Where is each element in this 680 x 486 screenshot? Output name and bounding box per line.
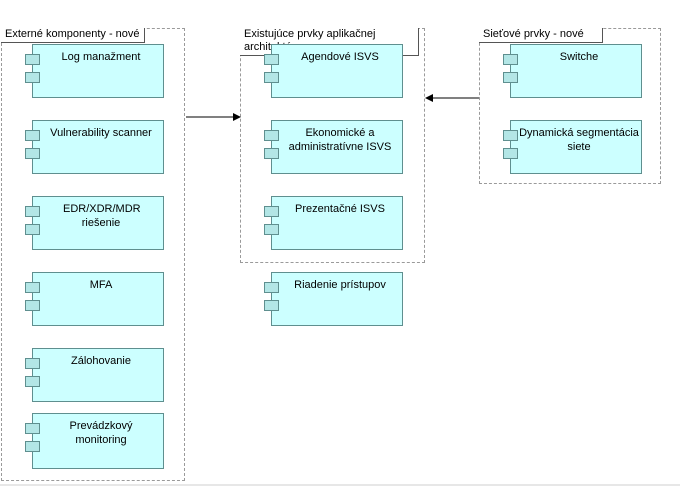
component-dynamic-segmentation[interactable]: Dynamická segmentácia siete — [503, 120, 642, 174]
component-port-icon — [25, 423, 40, 434]
component-port-icon — [503, 130, 518, 141]
component-access-management[interactable]: Riadenie prístupov — [264, 272, 403, 326]
component-port-icon — [264, 72, 279, 83]
component-presentation-isvs[interactable]: Prezentačné ISVS — [264, 196, 403, 250]
component-port-icon — [25, 54, 40, 65]
component-agenda-isvs[interactable]: Agendové ISVS — [264, 44, 403, 98]
group-external-components[interactable]: Externé komponenty - nové — [1, 28, 185, 481]
component-switches[interactable]: Switche — [503, 44, 642, 98]
component-port-icon — [503, 148, 518, 159]
component-label: Agendové ISVS — [301, 51, 379, 63]
component-label: Zálohovanie — [71, 355, 131, 367]
component-port-icon — [264, 282, 279, 293]
group-title: Sieťové prvky - nové — [479, 28, 603, 43]
component-backup[interactable]: Zálohovanie — [25, 348, 164, 402]
component-port-icon — [264, 224, 279, 235]
component-port-icon — [503, 54, 518, 65]
component-port-icon — [25, 224, 40, 235]
component-port-icon — [25, 441, 40, 452]
component-port-icon — [25, 72, 40, 83]
component-edr-xdr-mdr[interactable]: EDR/XDR/MDR riešenie — [25, 196, 164, 250]
component-operational-monitoring[interactable]: Prevádzkový monitoring — [25, 413, 164, 469]
component-port-icon — [25, 206, 40, 217]
component-port-icon — [264, 54, 279, 65]
group-network-elements[interactable]: Sieťové prvky - nové — [479, 28, 661, 184]
component-port-icon — [25, 376, 40, 387]
component-label: Switche — [559, 51, 599, 63]
component-port-icon — [25, 130, 40, 141]
component-label: Riadenie prístupov — [294, 279, 386, 291]
component-port-icon — [25, 282, 40, 293]
component-label: EDR/XDR/MDR riešenie — [63, 203, 141, 229]
component-port-icon — [264, 130, 279, 141]
component-port-icon — [503, 72, 518, 83]
component-port-icon — [25, 300, 40, 311]
component-label: Prevádzkový monitoring — [69, 420, 133, 446]
component-log-management[interactable]: Log manažment — [25, 44, 164, 98]
component-label: Prezentačné ISVS — [295, 203, 385, 215]
component-mfa[interactable]: MFA — [25, 272, 164, 326]
component-port-icon — [264, 300, 279, 311]
component-vulnerability-scanner[interactable]: Vulnerability scanner — [25, 120, 164, 174]
group-title: Externé komponenty - nové — [1, 28, 145, 43]
component-label: Ekonomické a administratívne ISVS — [288, 127, 392, 153]
component-label: MFA — [89, 279, 113, 291]
component-label: Dynamická segmentácia siete — [519, 127, 639, 153]
component-label: Log manažment — [61, 51, 141, 63]
component-port-icon — [264, 206, 279, 217]
component-port-icon — [25, 148, 40, 159]
component-label: Vulnerability scanner — [50, 127, 152, 139]
component-port-icon — [25, 358, 40, 369]
component-economic-isvs[interactable]: Ekonomické a administratívne ISVS — [264, 120, 403, 174]
component-port-icon — [264, 148, 279, 159]
